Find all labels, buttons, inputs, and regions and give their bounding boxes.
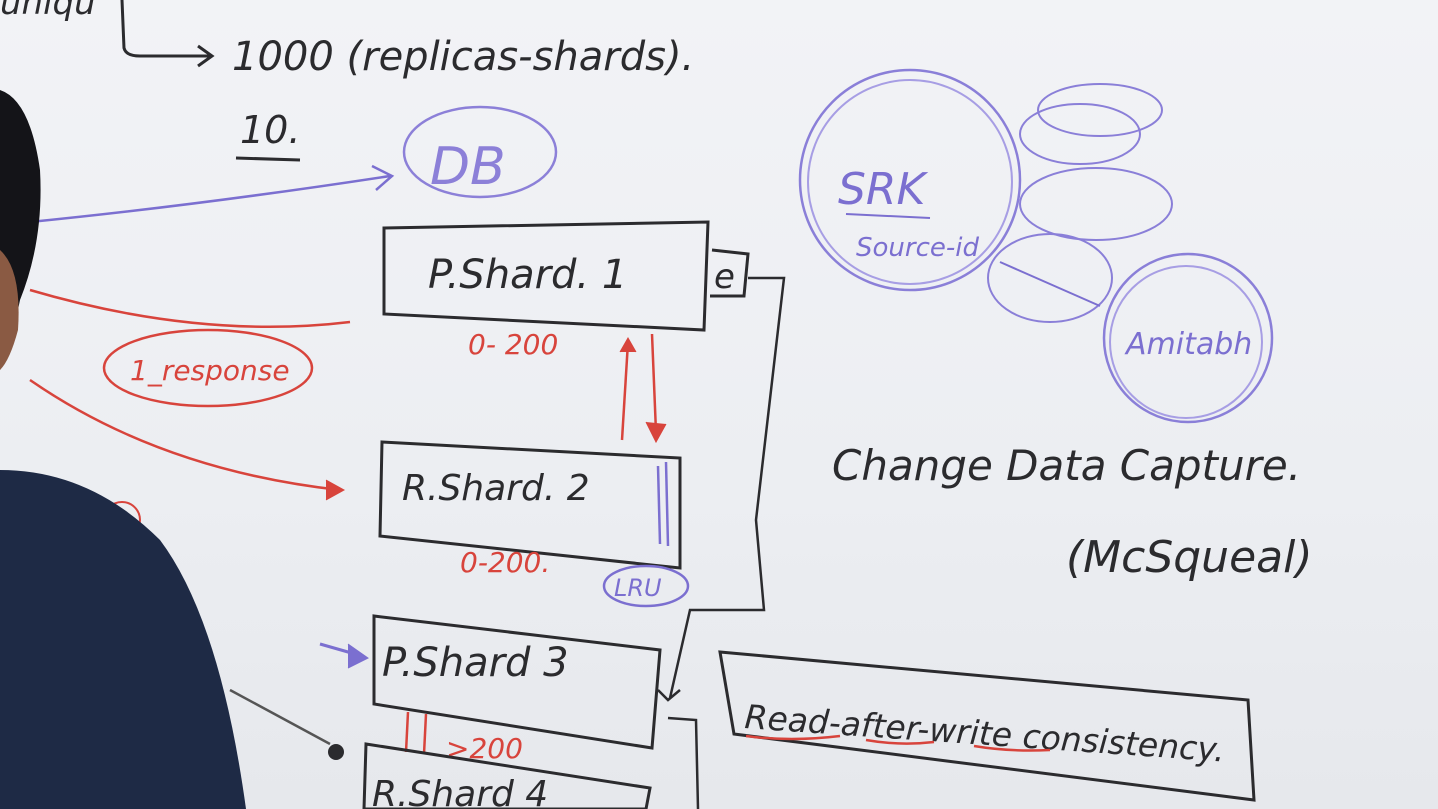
- cache-bar-2: [664, 461, 670, 547]
- shard-2-box: [378, 440, 682, 570]
- presenter-face: [0, 250, 19, 370]
- raw-box: [718, 650, 1256, 802]
- hook-arrow: [120, 0, 210, 58]
- raw-underline-read: [745, 734, 841, 741]
- shard-3-label: P.Shard 3: [382, 640, 569, 686]
- response-arrow-head: [325, 479, 346, 501]
- response-bubble: [102, 328, 314, 408]
- lru-bubble: [602, 564, 690, 608]
- srk-label: SRK: [838, 164, 929, 215]
- shard-4-line: [229, 688, 331, 746]
- lru-label: LRU: [614, 574, 662, 602]
- shard-2-label: R.Shard. 2: [402, 468, 590, 509]
- shard-3-down: [422, 713, 428, 755]
- raw-underline-write: [973, 744, 1051, 752]
- replicas-text: 1000 (replicas-shards).: [232, 34, 694, 80]
- ten-label: 10.: [240, 108, 300, 152]
- srk-circle: [798, 68, 1022, 292]
- connector-lower: [667, 716, 700, 809]
- shard-1-tag: e: [714, 257, 735, 297]
- response-label: 1_response: [130, 354, 290, 387]
- cache-bar-1: [656, 465, 662, 545]
- amitabh-label: Amitabh: [1124, 327, 1252, 362]
- shard-3-range: >200: [446, 732, 523, 765]
- cluster-ellipse-3: [1019, 167, 1173, 241]
- hook-arrow-head: [197, 44, 215, 68]
- shard-3-arrow-head: [347, 643, 369, 669]
- cluster-link: [999, 261, 1101, 307]
- sync-up-head: [619, 336, 637, 353]
- cluster-ellipse-4: [987, 233, 1113, 323]
- presenter: [0, 90, 246, 809]
- shard-4-box: [362, 742, 652, 809]
- raw-label: Read-after-write consistency.: [743, 697, 1226, 769]
- response-line-top: [29, 288, 351, 329]
- mcsqueal-label: (McSqueal): [1066, 532, 1313, 583]
- connector-head: [657, 689, 681, 702]
- ten-underline: [235, 156, 301, 162]
- cluster-ellipse-2: [1019, 103, 1141, 165]
- shard-1-label: P.Shard. 1: [428, 252, 627, 298]
- source-id-label: Source-id: [856, 233, 979, 263]
- shard-1-box: [382, 220, 710, 332]
- amitabh-circle: [1102, 252, 1274, 424]
- presenter-shirt: [0, 470, 246, 809]
- cdc-label: Change Data Capture.: [832, 441, 1301, 490]
- db-label: DB: [430, 137, 506, 197]
- sync-up-arrow: [620, 341, 630, 441]
- srk-underline: [845, 213, 931, 219]
- sync-down-arrow: [650, 333, 658, 433]
- shard-3-up: [404, 711, 410, 753]
- shard-1-range: 0- 200: [468, 328, 558, 361]
- shard-1-tag-box: [710, 248, 750, 298]
- db-arrow-head: [371, 164, 395, 191]
- shard-3-box: [372, 614, 662, 750]
- db-bubble: [402, 105, 558, 199]
- shard-4-dot: [328, 744, 344, 760]
- shard-2-range: 0-200.: [460, 546, 550, 579]
- response-line-bottom: [29, 378, 341, 492]
- sync-down-head: [645, 421, 667, 444]
- db-arrow: [29, 174, 391, 224]
- raw-underline-after: [865, 738, 935, 745]
- srk-circle-inner: [807, 79, 1013, 285]
- shard-4-label: R.Shard 4: [372, 774, 548, 809]
- cluster-ellipse-1: [1037, 83, 1163, 137]
- amitabh-circle-inner: [1109, 265, 1263, 419]
- replication-connector: [668, 276, 786, 699]
- partial-word: uniqu: [0, 0, 96, 23]
